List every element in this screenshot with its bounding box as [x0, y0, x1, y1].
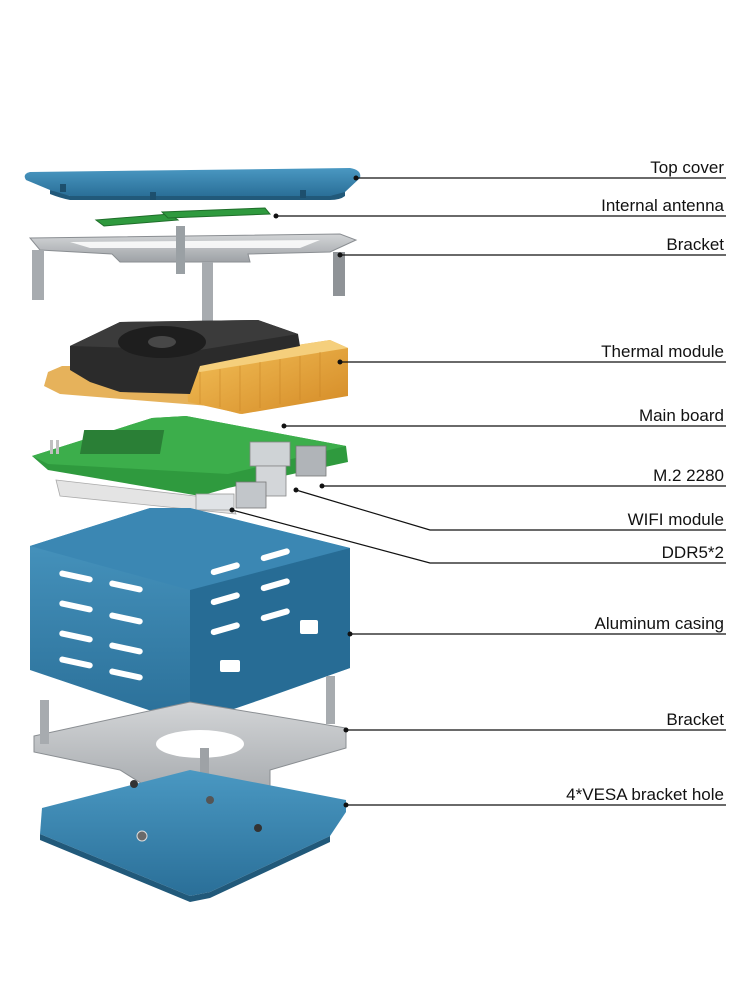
label-wifi-module: WIFI module: [627, 510, 724, 529]
label-internal-antenna: Internal antenna: [601, 196, 724, 215]
leader-lines: [231, 177, 726, 806]
label-thermal-module: Thermal module: [601, 342, 724, 361]
label-ddr5: DDR5*2: [661, 543, 724, 562]
label-main-board: Main board: [638, 406, 724, 425]
top-cover-part: [24, 168, 361, 200]
bottom-cover-part: [40, 770, 346, 902]
thermal-module-part: [44, 320, 348, 414]
label-vesa-hole: 4*VESA bracket hole: [566, 785, 724, 804]
bottom-bracket-part: [33, 676, 347, 813]
label-aluminum-casing: Aluminum casing: [594, 614, 724, 633]
aluminum-casing-part: [30, 508, 350, 724]
main-board-part: [32, 416, 348, 515]
internal-antenna-part: [94, 207, 272, 227]
top-bracket-part: [28, 226, 358, 324]
label-top-cover: Top cover: [650, 158, 724, 177]
label-m2-2280: M.2 2280: [653, 466, 724, 485]
label-bracket-bottom: Bracket: [666, 710, 724, 729]
leader-dots: [229, 175, 359, 808]
label-bracket-top: Bracket: [666, 235, 724, 254]
